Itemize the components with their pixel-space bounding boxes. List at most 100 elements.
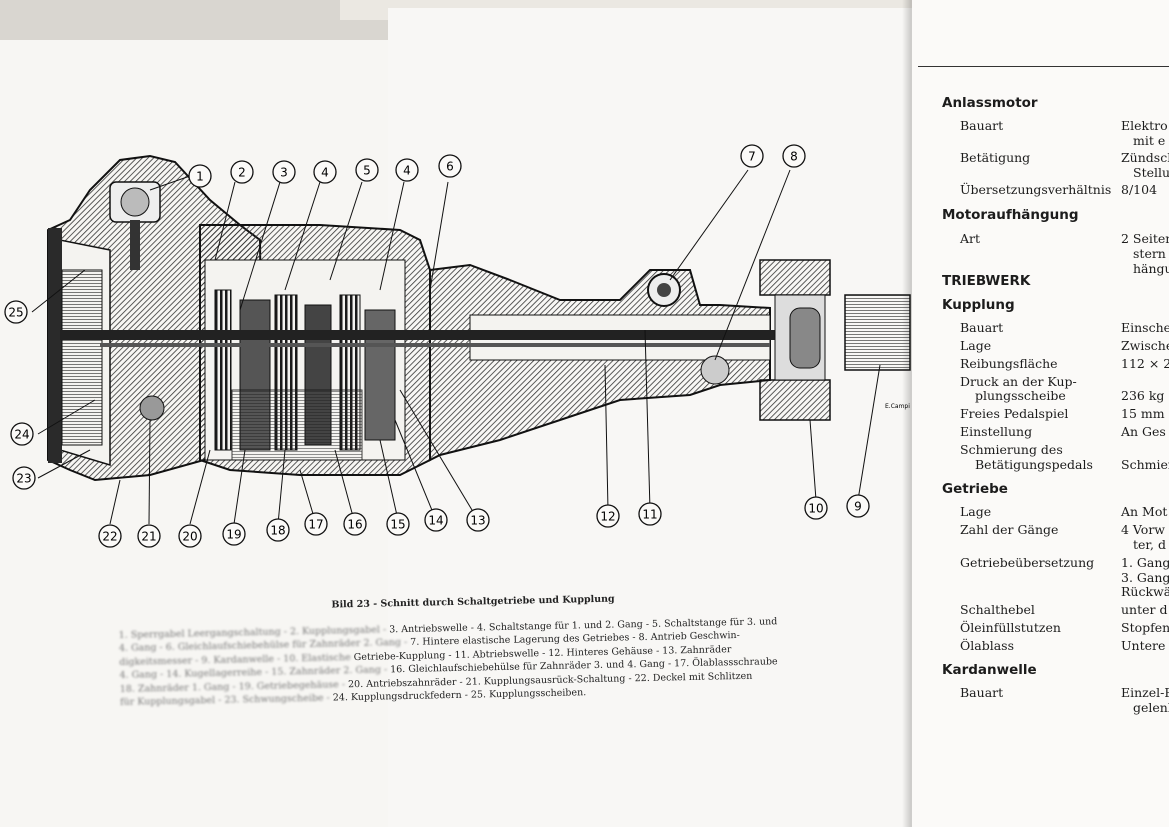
heading-anlassmotor: Anlassmotor [942, 95, 1038, 111]
main-gear-case [139, 224, 431, 476]
elastic-coupling [759, 259, 911, 421]
caption-body: 1. Sperrgabel Leergangschaltung - 2. Kup… [118, 615, 778, 708]
value-stern: stern [1133, 246, 1166, 261]
label-einstellung: Einstellung [960, 424, 1033, 439]
label-zahl-gaenge: Zahl der Gänge [960, 522, 1059, 537]
callout-number: 22 [102, 530, 117, 544]
label-lage-getriebe: Lage [960, 504, 992, 519]
callout-number: 24 [14, 428, 29, 442]
value-schalthebel: unter d [1121, 602, 1168, 617]
value-stellu: Stellu [1133, 165, 1169, 180]
callout-number: 7 [748, 150, 756, 164]
value-einstellung: An Ges [1121, 424, 1166, 439]
callout-circle [10, 422, 34, 446]
callout-number: 5 [363, 164, 371, 178]
label-bauart-kupplung: Bauart [960, 320, 1004, 335]
value-pedalspiel: 15 mm [1121, 406, 1165, 421]
label-bauart-kardan: Bauart [960, 685, 1004, 700]
callout-circle [804, 496, 828, 520]
heading-kupplung: Kupplung [942, 297, 1015, 313]
label-schmierung-1: Schmierung des [960, 442, 1063, 457]
callout-number: 20 [182, 530, 197, 544]
callout-number: 11 [642, 508, 657, 522]
callout-number: 10 [808, 502, 823, 516]
callout-circle [272, 160, 296, 184]
value-gang-1: 1. Gang [1121, 555, 1169, 570]
right-spec-page [912, 0, 1169, 827]
callout-number: 23 [16, 472, 31, 486]
heading-kardanwelle: Kardanwelle [942, 662, 1037, 678]
value-einsche: Einsche [1121, 320, 1169, 335]
value-druck: 236 kg [1121, 388, 1165, 403]
callout-circle [343, 512, 367, 536]
callout-number: 2 [238, 166, 246, 180]
value-zahl-gaenge-2: ter, d [1133, 537, 1166, 552]
label-oelablass: Ölablass [960, 638, 1014, 653]
leader-lines [31, 169, 881, 525]
figure-caption: Bild 23 - Schnitt durch Schaltgetriebe u… [118, 588, 830, 709]
callout-number: 21 [141, 530, 156, 544]
value-oelablass: Untere [1121, 638, 1166, 653]
label-pedalspiel: Freies Pedalspiel [960, 406, 1069, 421]
callout-circle [386, 512, 410, 536]
callout-number: 8 [790, 150, 798, 164]
callout-circle [4, 300, 28, 324]
label-druck-2: plungsscheibe [975, 388, 1066, 403]
callout-number: 25 [8, 306, 23, 320]
label-bauart: Bauart [960, 118, 1004, 133]
heading-getriebe: Getriebe [942, 481, 1008, 497]
value-seiten: 2 Seiten [1121, 231, 1169, 246]
callout-circle [178, 524, 202, 548]
label-lage: Lage [960, 338, 992, 353]
callout-circle [638, 502, 662, 526]
callout-circle [230, 160, 254, 184]
callout-number: 14 [428, 514, 443, 528]
callout-number: 4 [321, 166, 329, 180]
callout-number: 17 [308, 518, 323, 532]
callout-number: 12 [600, 510, 615, 524]
callout-circle [846, 494, 870, 518]
callout-number: 3 [280, 166, 288, 180]
value-schmierung: Schmier [1121, 457, 1169, 472]
value-zuendsch: Zündsch [1121, 150, 1169, 165]
label-reibung: Reibungsfläche [960, 356, 1058, 371]
callout-circle [596, 504, 620, 528]
callout-number: 16 [347, 518, 362, 532]
heading-motoraufhaengung: Motoraufhängung [942, 207, 1079, 223]
callout-circle [98, 524, 122, 548]
label-druck-1: Druck an der Kup- [960, 374, 1077, 389]
rear-housing [429, 263, 771, 462]
value-lage-getriebe: An Mot [1121, 504, 1168, 519]
callout-circle [466, 508, 490, 532]
value-haengu: hängu [1133, 261, 1169, 276]
callout-circle [188, 164, 212, 188]
label-schalthebel: Schalthebel [960, 602, 1035, 617]
label-oeleinfuell: Öleinfüllstutzen [960, 620, 1061, 635]
callout-circle [355, 158, 379, 182]
value-zwische: Zwische [1121, 338, 1169, 353]
value-gang-3: 3. Gang [1121, 570, 1169, 585]
header-rule [918, 66, 1169, 67]
value-zahl-gaenge: 4 Vorw [1121, 522, 1166, 537]
artist-signature: E.Campi [885, 403, 910, 410]
label-schmierung-2: Betätigungspedals [975, 457, 1093, 472]
label-art: Art [960, 231, 981, 246]
label-betaetigung: Betätigung [960, 150, 1031, 165]
callout-circle [438, 154, 462, 178]
callout-number: 6 [446, 160, 454, 174]
callout-number: 4 [403, 164, 411, 178]
heading-triebwerk: TRIEBWERK [942, 273, 1031, 289]
value-gelenk: gelenk [1133, 700, 1169, 715]
label-uebersetzung: Übersetzungsverhältnis [960, 182, 1112, 197]
value-elektro: Elektro [1121, 118, 1168, 133]
value-reibung: 112 × 2 [1121, 356, 1169, 371]
callout-number: 9 [854, 500, 862, 514]
callout-number: 13 [470, 514, 485, 528]
value-mit-e: mit e [1133, 133, 1166, 148]
callout-number: 15 [390, 518, 405, 532]
callout-circle [266, 518, 290, 542]
label-getriebeuebersetzung: Getriebeübersetzung [960, 555, 1095, 570]
value-oeleinfuell: Stopfen [1121, 620, 1169, 635]
